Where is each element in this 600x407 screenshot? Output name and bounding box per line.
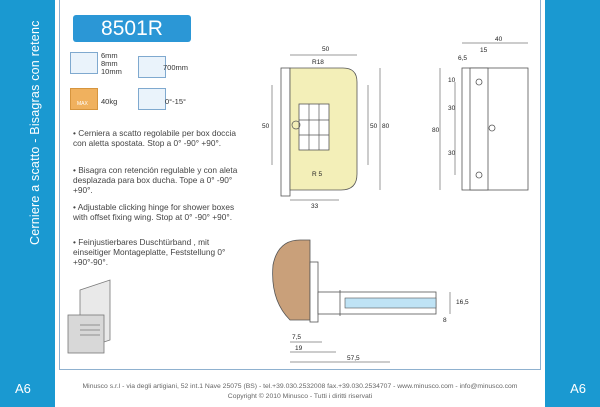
dim-50-top: 50 (322, 46, 330, 53)
max-weight: 40kg (101, 97, 118, 106)
description-italian: • Cerniera a scatto regolabile per box d… (73, 128, 236, 149)
dim-7-5: 7,5 (292, 334, 301, 341)
description-german: • Feinjustierbares Duschtürband , mit ei… (73, 237, 226, 268)
dim-57-5: 57,5 (347, 355, 360, 362)
dim-33: 33 (311, 203, 319, 210)
left-sidebar: Cerniere a scatto - Bisagras con retenc … (0, 0, 55, 407)
door-height: 700mm (163, 63, 189, 72)
dim-50-right: 50 (370, 123, 378, 130)
glass-10mm: 10mm (101, 67, 122, 76)
dim-6-5: 6,5 (458, 55, 467, 62)
product-photo (67, 279, 111, 354)
dim-r18: R18 (312, 59, 324, 66)
dim-19: 19 (295, 345, 303, 352)
description-spanish: • Bisagra con retención regulable y con … (73, 165, 238, 196)
footer-contact: Minusco s.r.l - via degli artigiani, 52 … (82, 383, 518, 390)
right-sidebar: A6 (545, 0, 600, 407)
description-english: • Adjustable clicking hinge for shower b… (73, 202, 235, 223)
dim-50-left: 50 (262, 123, 270, 130)
front-view-drawing (271, 54, 381, 201)
page-number-left: A6 (15, 381, 31, 396)
dim-40: 40 (495, 36, 503, 43)
angle-range: 0°-15° (165, 97, 187, 106)
weight-badge: MAX (77, 101, 88, 107)
glass-8mm: 8mm (101, 59, 118, 68)
dim-16-5: 16,5 (456, 299, 469, 306)
dim-80-side: 80 (432, 127, 440, 134)
page-number-right: A6 (570, 381, 586, 396)
weight-icon (70, 88, 98, 110)
dim-8: 8 (443, 317, 447, 324)
dim-80-right: 80 (382, 123, 390, 130)
dim-30-b: 30 (448, 150, 456, 157)
glass-6mm: 6mm (101, 51, 118, 60)
dim-15: 15 (480, 47, 488, 54)
side-view-drawing (439, 42, 529, 191)
footer-copyright: Copyright © 2010 Minusco - Tutti i dirit… (227, 393, 373, 400)
door-height-icon (138, 56, 166, 78)
dim-r5: R 5 (312, 171, 323, 178)
dim-10: 10 (448, 77, 456, 84)
glass-thickness-list: 6mm 8mm 10mm (101, 52, 122, 76)
product-code: 8501R (73, 15, 191, 42)
dim-30-a: 30 (448, 105, 456, 112)
glass-thickness-icon (70, 52, 98, 74)
angle-icon (138, 88, 166, 110)
section-view-drawing (272, 239, 451, 363)
